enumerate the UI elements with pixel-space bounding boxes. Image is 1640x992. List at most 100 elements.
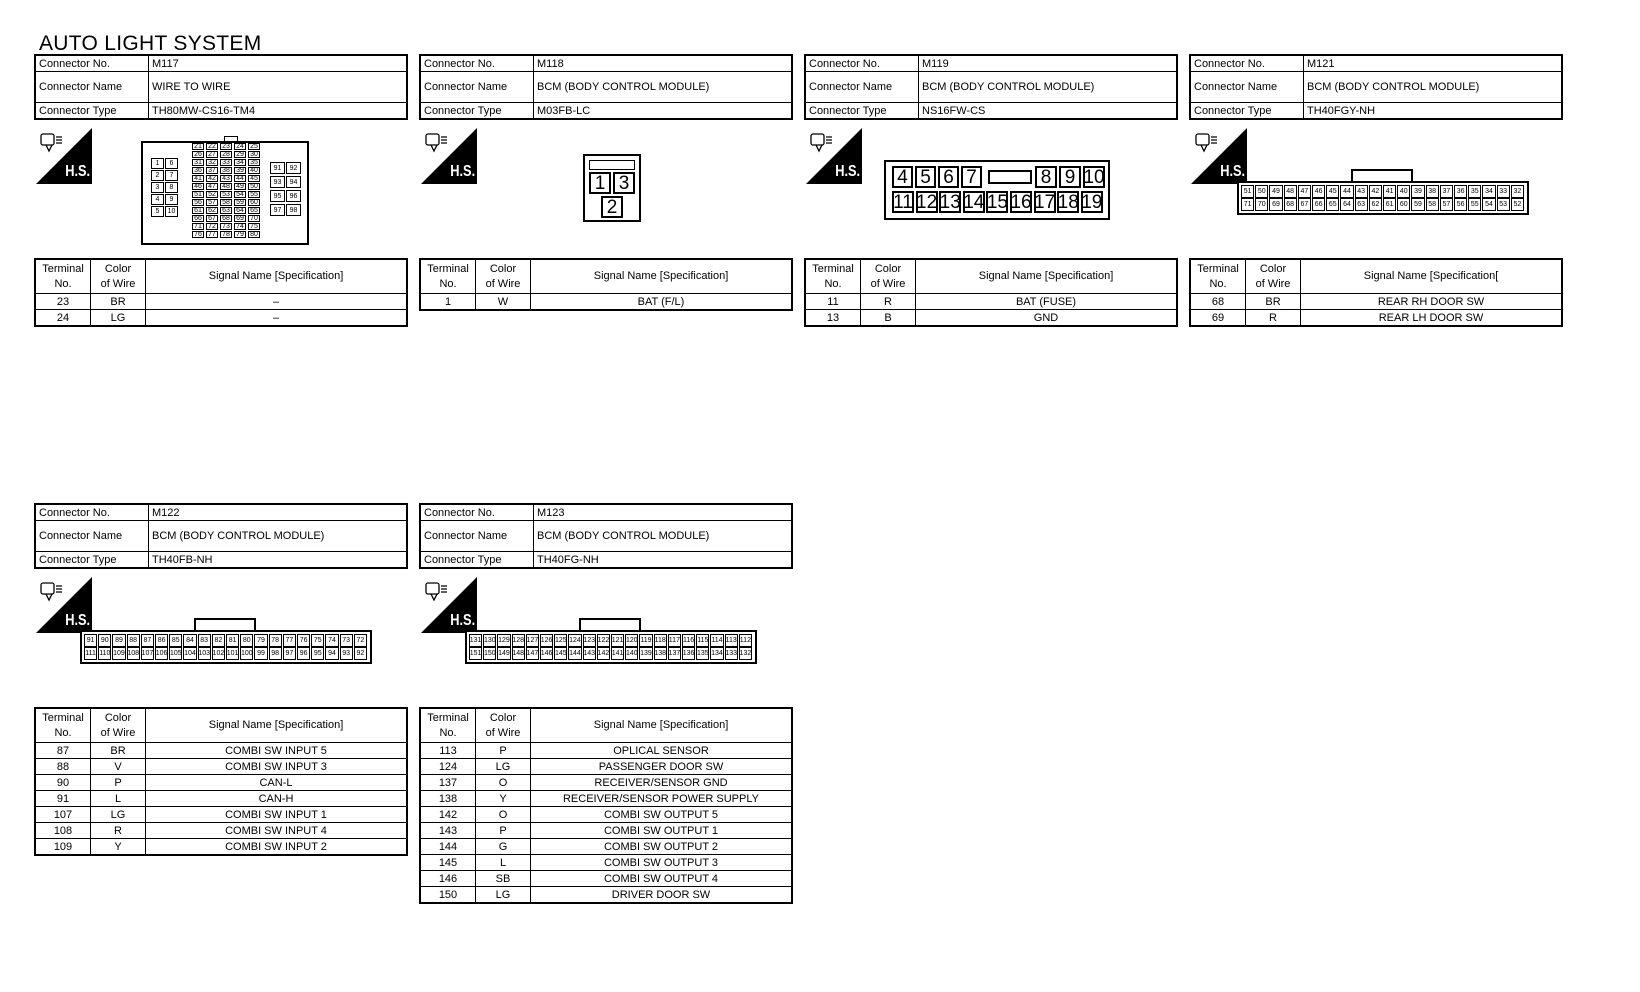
header-text: No. (1209, 277, 1227, 290)
terminal-pin: 57 (206, 199, 218, 206)
housing-latch (224, 136, 238, 142)
terminal-pin: 34 (1482, 185, 1496, 198)
signal-name-cell: PASSENGER DOOR SW (530, 758, 793, 775)
terminal-pin: 66 (1312, 198, 1326, 211)
terminal-pin: 126 (540, 634, 554, 647)
wire-color-cell: BR (90, 742, 146, 759)
header-text: Color (874, 262, 902, 275)
terminal-pin: 65 (248, 207, 260, 214)
wire-color-cell: LG (90, 806, 146, 823)
terminal-no-cell: 23 (34, 293, 91, 310)
housing-latch (579, 618, 641, 632)
terminal-pin: 76 (192, 231, 204, 238)
wire-color-cell: G (475, 838, 531, 855)
terminal-pin: 2 (601, 196, 623, 218)
wire-color-cell: LG (90, 309, 146, 327)
terminal-pin: 91 (84, 634, 98, 647)
terminal-pin: 147 (525, 647, 539, 660)
wire-color-cell: O (475, 774, 531, 791)
terminal-pin: 84 (183, 634, 197, 647)
terminal-pin: 41 (1383, 185, 1397, 198)
signal-name-cell: DRIVER DOOR SW (530, 886, 793, 904)
terminal-pin: 78 (220, 231, 232, 238)
wire-color-cell: O (475, 806, 531, 823)
header-text: of Wire (485, 726, 521, 739)
terminal-pin: 47 (206, 183, 218, 190)
terminal-pin: 51 (1241, 185, 1255, 198)
wire-color-cell: P (475, 742, 531, 759)
terminal-pin: 42 (206, 175, 218, 182)
terminal-pin: 56 (192, 199, 204, 206)
terminal-pin: 85 (169, 634, 183, 647)
signal-name-cell: RECEIVER/SENSOR GND (530, 774, 793, 791)
terminal-pin: 149 (497, 647, 511, 660)
housing-latch (194, 618, 256, 632)
terminal-pin: 87 (140, 634, 154, 647)
terminal-pin: 118 (653, 634, 667, 647)
header-label: Connector Name (34, 71, 149, 103)
terminal-pin: 24 (234, 143, 246, 150)
header-text: Terminal (427, 262, 469, 275)
header-text: No. (439, 277, 457, 290)
terminal-pin: 115 (696, 634, 710, 647)
terminal-pin: 96 (297, 647, 311, 660)
terminal-pin: 94 (286, 176, 301, 188)
terminal-pin: 33 (1496, 185, 1510, 198)
terminal-pin: 9 (1059, 166, 1081, 188)
terminal-pin: 38 (220, 167, 232, 174)
header-label: Connector Type (34, 102, 149, 120)
terminal-no-cell: 145 (419, 854, 476, 871)
harness-side-badge: H.S. (421, 577, 477, 633)
terminal-pin: 38 (1425, 185, 1439, 198)
signal-name-header: Signal Name [Specification] (145, 707, 408, 743)
terminal-pin: 113 (724, 634, 738, 647)
terminal-pin: 28 (220, 151, 232, 158)
signal-name-cell: GND (915, 309, 1178, 327)
terminal-pin: 143 (582, 647, 596, 660)
terminal-pin: 1 (589, 172, 611, 194)
terminal-pin: 150 (483, 647, 497, 660)
terminal-pin: 97 (270, 204, 285, 216)
terminal-pin: 120 (625, 634, 639, 647)
header-label: Connector No. (1189, 54, 1304, 72)
terminal-pin: 92 (353, 647, 367, 660)
terminal-pin: 18 (1057, 191, 1080, 213)
terminal-pin: 137 (667, 647, 681, 660)
terminal-pin: 36 (192, 167, 204, 174)
header-text: of Wire (1255, 277, 1291, 290)
terminal-pin: 95 (311, 647, 325, 660)
terminal-pin: 86 (155, 634, 169, 647)
signal-name-cell: CAN-L (145, 774, 408, 791)
header-label: Connector No. (804, 54, 919, 72)
terminal-pin: 33 (220, 159, 232, 166)
wire-color-cell: BR (90, 293, 146, 310)
terminal-pin: 73 (220, 223, 232, 230)
terminal-pin: 91 (270, 162, 285, 174)
terminal-pin: 88 (126, 634, 140, 647)
harness-side-label: H.S. (450, 163, 475, 180)
terminal-pin: 7 (961, 166, 982, 188)
wire-color-cell: R (1245, 309, 1301, 327)
harness-side-label: H.S. (1220, 163, 1245, 180)
terminal-no-cell: 144 (419, 838, 476, 855)
housing-latch (589, 160, 635, 170)
terminal-pin: 21 (192, 143, 204, 150)
terminal-pin: 53 (220, 191, 232, 198)
terminal-pin: 34 (234, 159, 246, 166)
terminal-pin: 6 (165, 158, 178, 169)
header-text: of Wire (870, 277, 906, 290)
